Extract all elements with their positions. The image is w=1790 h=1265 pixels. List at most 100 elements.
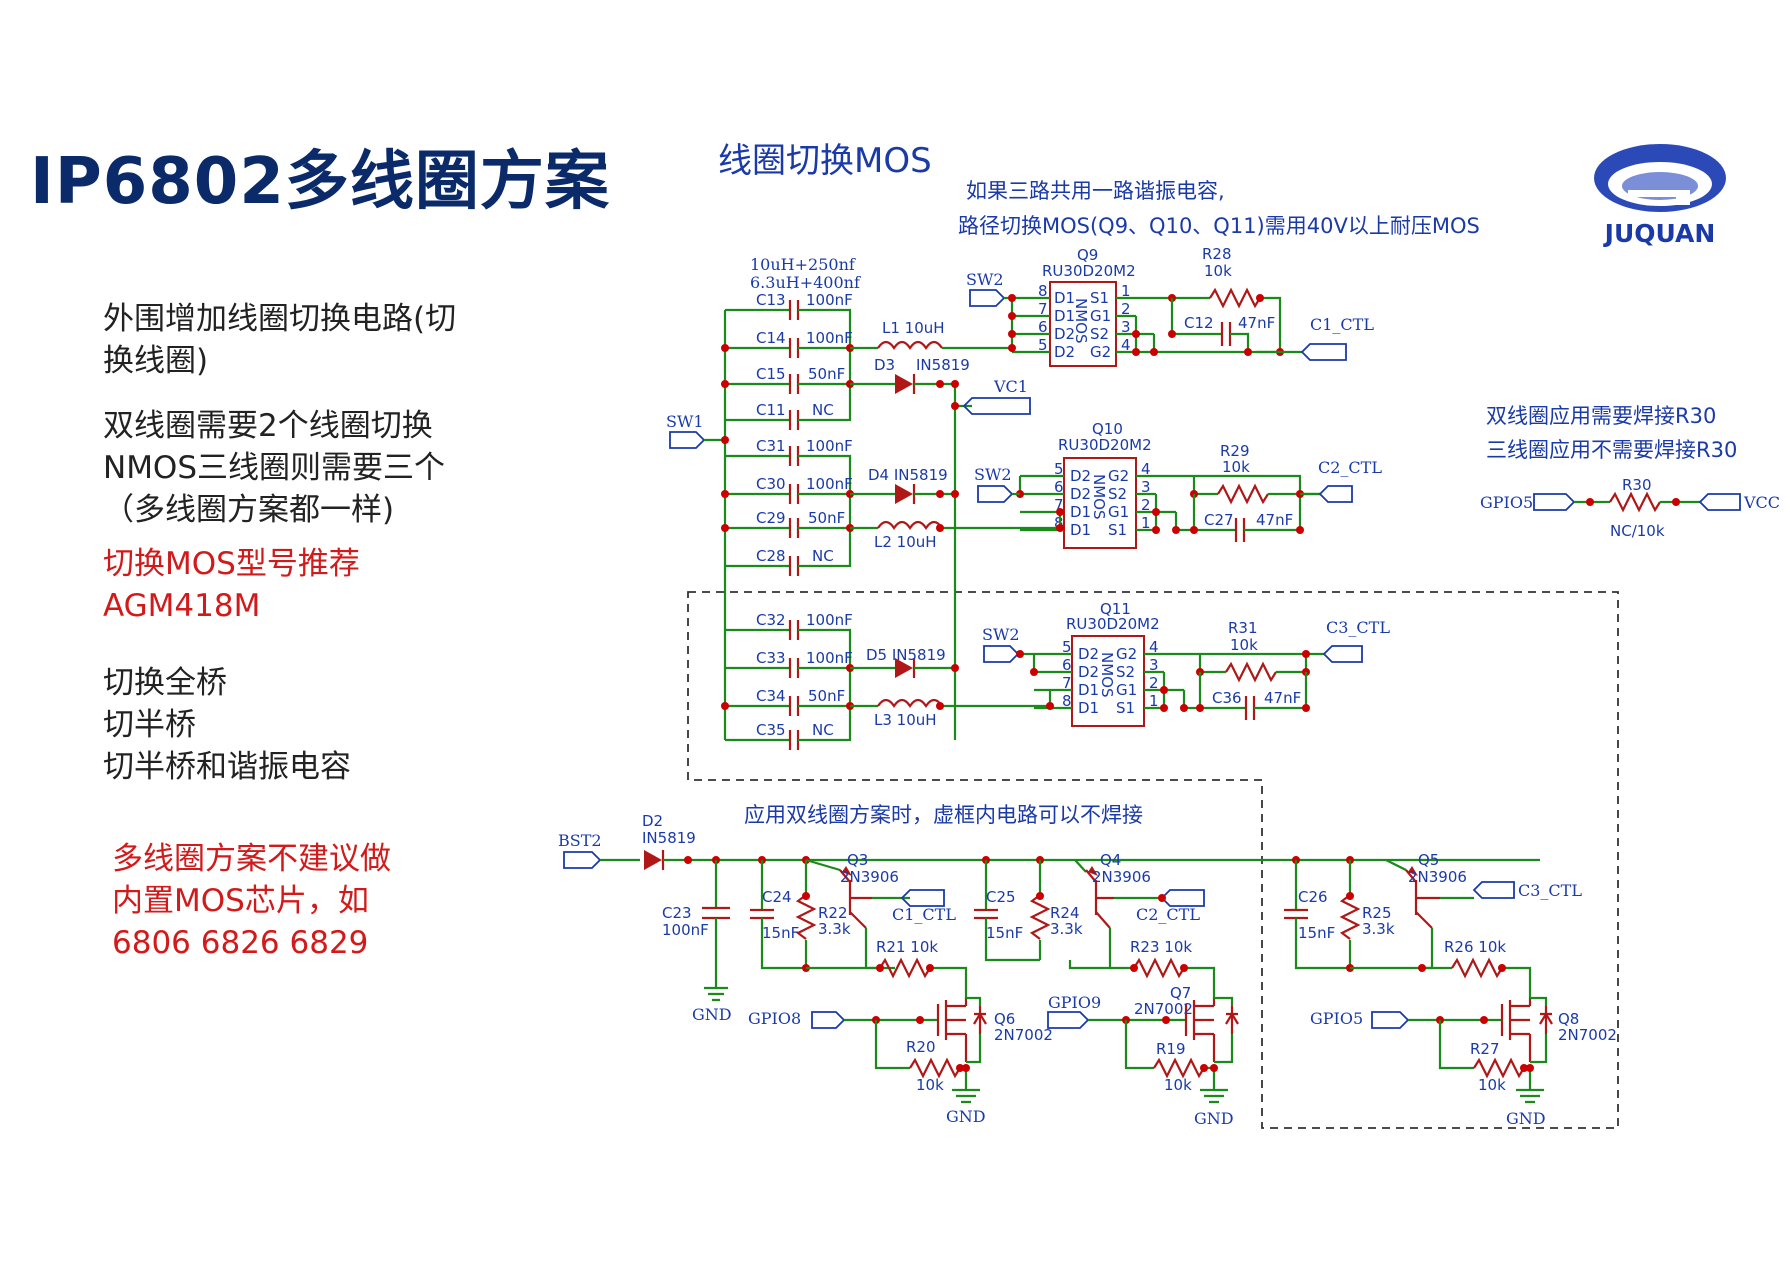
cap-value: 50nF — [808, 509, 845, 527]
resistor-ref: R29 — [1220, 442, 1250, 460]
r31-c36-network: R31 10k C36 47nF — [1180, 619, 1324, 720]
cap-ref: C33 — [756, 649, 786, 667]
resistor-value: 10k — [916, 1076, 944, 1094]
pin-name: S1 — [1108, 521, 1127, 539]
net-label-text: C1_CTL — [1310, 315, 1374, 334]
note-line: 外围增加线圈切换电路(切 — [103, 301, 457, 337]
coil-value-label: 6.3uH+400nf — [750, 273, 861, 292]
net-label-text: GPIO9 — [1048, 993, 1101, 1012]
pin-number: 2 — [1149, 674, 1159, 692]
cap-ref: C12 — [1184, 314, 1214, 332]
pin-name: S1 — [1116, 699, 1135, 717]
transistor-part: 2N3906 — [1408, 868, 1467, 886]
r29-c27-network: R29 10k C27 47nF — [1172, 442, 1320, 542]
pin-name: G1 — [1108, 503, 1129, 521]
resistor-ref: R20 — [906, 1038, 936, 1056]
diode-ref: D3 — [874, 356, 895, 374]
net-label-text: GPIO5 — [1310, 1009, 1363, 1028]
mos-part: RU30D20M2 — [1042, 262, 1136, 280]
r30-network: GPIO5 VCC R30 NC/10k — [1480, 476, 1780, 540]
transistor-ref: Q8 — [1558, 1010, 1579, 1028]
resistor-ref: R31 — [1228, 619, 1258, 637]
note-line: 切换MOS型号推荐 — [103, 546, 360, 582]
pin-name: S2 — [1108, 485, 1127, 503]
pnp-stage-q3: C24 15nF R22 3.3k Q3 2N3906 C1_CTL — [750, 851, 956, 972]
cap-value: 47nF — [1256, 511, 1293, 529]
pin-number: 5 — [1054, 460, 1064, 478]
note-block-coil-switch: 外围增加线圈切换电路(切 换线圈) — [103, 298, 456, 382]
resistor-label: R26 10k — [1444, 938, 1506, 956]
resistor-label: R21 10k — [876, 938, 938, 956]
pin-number: 1 — [1121, 282, 1131, 300]
cap-ref: C34 — [756, 687, 786, 705]
cap-ref: C31 — [756, 437, 786, 455]
pin-name: S2 — [1116, 663, 1135, 681]
nmos-stage-q8: R26 10k GPIO5 Q8 2N7002 R27 10k GND — [1310, 938, 1617, 1128]
note-line: 切换全桥 — [103, 665, 227, 701]
pin-number: 6 — [1062, 656, 1072, 674]
transistor-ref: Q5 — [1418, 851, 1439, 869]
gnd-label: GND — [946, 1107, 986, 1126]
note-block-warning: 多线圈方案不建议做 内置MOS芯片，如 6806 6826 6829 — [112, 838, 391, 964]
diode-ref: D2 — [642, 812, 663, 830]
diode-value: IN5819 — [642, 829, 696, 847]
transistor-ref: Q6 — [994, 1010, 1015, 1028]
net-label-text: GPIO8 — [748, 1009, 801, 1028]
note-line: 切半桥和谐振电容 — [103, 749, 351, 785]
pin-number: 5 — [1062, 638, 1072, 656]
pnp-stage-q5: C26 15nF R25 3.3k Q5 2N3906 C3_CTL — [1284, 851, 1582, 972]
transistor-ref: Q3 — [847, 851, 868, 869]
r28-c12-network: R28 10k C12 47nF — [1150, 245, 1302, 356]
cap-ref: C14 — [756, 329, 786, 347]
cap-c23: C23 100nF GND — [662, 860, 732, 1024]
net-label-text: VC1 — [993, 377, 1028, 396]
cap-ref: C32 — [756, 611, 786, 629]
pin-name: D2 — [1070, 485, 1091, 503]
cap-value: 100nF — [806, 437, 853, 455]
pin-number: 3 — [1121, 318, 1131, 336]
note-block-nmos-count: 双线圈需要2个线圈切换 NMOS三线圈则需要三个 （多线圈方案都一样) — [103, 405, 445, 531]
c3-ctl-net-label: C3_CTL — [1322, 618, 1390, 663]
pin-number: 4 — [1121, 336, 1131, 354]
gnd-label: GND — [1194, 1109, 1234, 1128]
schematic-heading: 线圈切换MOS — [718, 141, 932, 181]
pin-name: D2 — [1070, 467, 1091, 485]
cap-value: 100nF — [806, 611, 853, 629]
pin-name: G2 — [1116, 645, 1137, 663]
transistor-part: 2N7002 — [1558, 1026, 1617, 1044]
cap-ref: C24 — [762, 888, 792, 906]
gnd-label: GND — [1506, 1109, 1546, 1128]
mos-body: NMOS — [1090, 474, 1108, 520]
pin-name: S1 — [1090, 289, 1109, 307]
inductor-l1: L1 10uH — [850, 319, 1012, 350]
transistor-ref: Q4 — [1100, 851, 1121, 869]
sw2-net-label: SW2 — [974, 465, 1020, 503]
cap-value: 47nF — [1264, 689, 1301, 707]
cap-ref: C11 — [756, 401, 786, 419]
resistor-label: R23 10k — [1130, 938, 1192, 956]
net-label-text: C3_CTL — [1326, 618, 1390, 637]
cap-value: 100nF — [806, 329, 853, 347]
cap-value: 47nF — [1238, 314, 1275, 332]
pin-number: 8 — [1038, 282, 1048, 300]
sw2-net-label: SW2 — [982, 625, 1034, 663]
cap-ref: C27 — [1204, 511, 1234, 529]
note-line: 换线圈) — [103, 343, 209, 379]
gnd-label: GND — [692, 1005, 732, 1024]
page-title: IP6802多线圈方案 — [30, 145, 610, 219]
diode-value: IN5819 — [916, 356, 970, 374]
inductor-l3: L3 10uH — [850, 698, 1050, 729]
c2-ctl-net-label: C2_CTL — [1300, 458, 1382, 503]
cap-value: 100nF — [662, 921, 709, 939]
transistor-ref: Q7 — [1170, 984, 1191, 1002]
pin-name: G1 — [1116, 681, 1137, 699]
resistor-value: 10k — [1222, 458, 1250, 476]
cap-value: NC — [812, 721, 834, 739]
diode-d4: D4 IN5819 — [850, 466, 959, 504]
pin-number: 7 — [1062, 674, 1072, 692]
inductor-label: L3 10uH — [874, 711, 937, 729]
cap-ref: C35 — [756, 721, 786, 739]
pin-number: 7 — [1038, 300, 1048, 318]
pin-number: 4 — [1149, 638, 1159, 656]
diode-d2: D2 IN5819 — [600, 812, 1540, 870]
